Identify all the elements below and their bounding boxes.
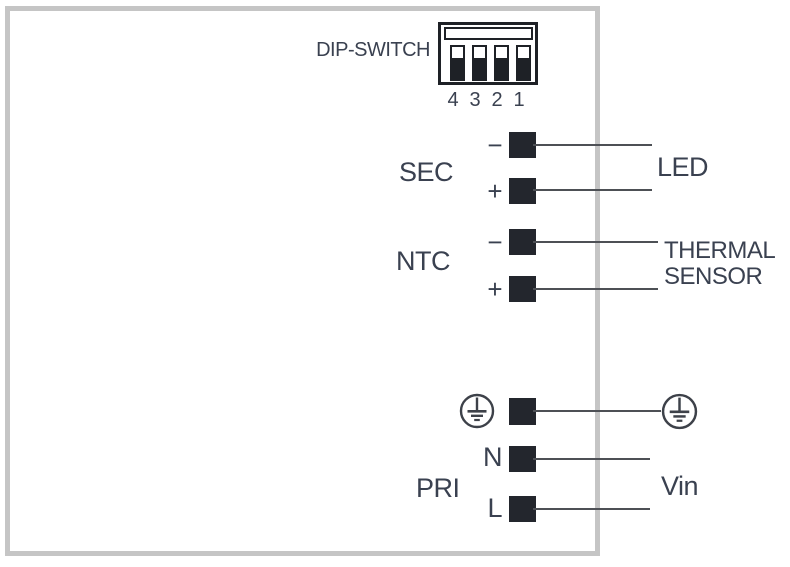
pri-label: PRI	[416, 472, 460, 503]
neutral-terminal	[509, 446, 536, 472]
dip-switch-lever-4	[450, 45, 465, 81]
ntc-plus-sign: +	[487, 274, 502, 304]
ntc-minus-terminal	[509, 229, 536, 255]
neutral-wire	[533, 458, 650, 460]
dip-position-label-2: 2	[491, 89, 503, 111]
dip-switch-header	[444, 27, 533, 40]
neutral-label: N	[483, 441, 503, 472]
sec-plus-sign: +	[487, 176, 502, 206]
dip-switch-knob	[452, 58, 463, 79]
line-label: L	[487, 492, 502, 523]
dip-switch-label: DIP-SWITCH	[316, 39, 430, 61]
line-terminal	[509, 496, 536, 522]
sec-label: SEC	[399, 156, 454, 187]
device-outline	[5, 6, 600, 556]
dip-switch-knob	[496, 58, 507, 79]
dip-switch-lever-3	[472, 45, 487, 81]
thermal-sensor-label-line1: THERMAL	[664, 237, 776, 264]
ntc-plus-terminal	[509, 276, 536, 302]
thermal-sensor-label-line2: SENSOR	[664, 263, 763, 290]
dip-position-label-1: 1	[513, 89, 525, 111]
sec-plus-wire	[533, 189, 652, 191]
protective-earth-icon	[661, 393, 698, 430]
dip-position-label-4: 4	[447, 89, 459, 111]
line-wire	[533, 508, 650, 510]
ntc-plus-wire	[533, 288, 658, 290]
sec-minus-wire	[533, 144, 652, 146]
earth-terminal	[509, 398, 536, 425]
led-label: LED	[657, 151, 709, 182]
dip-switch-lever-2	[494, 45, 509, 81]
protective-earth-icon	[459, 393, 495, 429]
dip-switch-knob	[518, 58, 529, 79]
sec-minus-terminal	[509, 132, 536, 158]
dip-switch-knob	[474, 58, 485, 79]
sec-minus-sign: −	[487, 130, 502, 160]
ntc-label: NTC	[396, 245, 451, 276]
earth-wire	[533, 410, 661, 412]
thermal-sensor-label: THERMAL SENSOR	[664, 237, 776, 290]
dip-position-label-3: 3	[469, 89, 481, 111]
dip-switch-lever-1	[516, 45, 531, 81]
sec-plus-terminal	[509, 178, 536, 204]
ntc-minus-wire	[533, 241, 658, 243]
ntc-minus-sign: −	[487, 227, 502, 257]
vin-label: Vin	[661, 470, 699, 501]
